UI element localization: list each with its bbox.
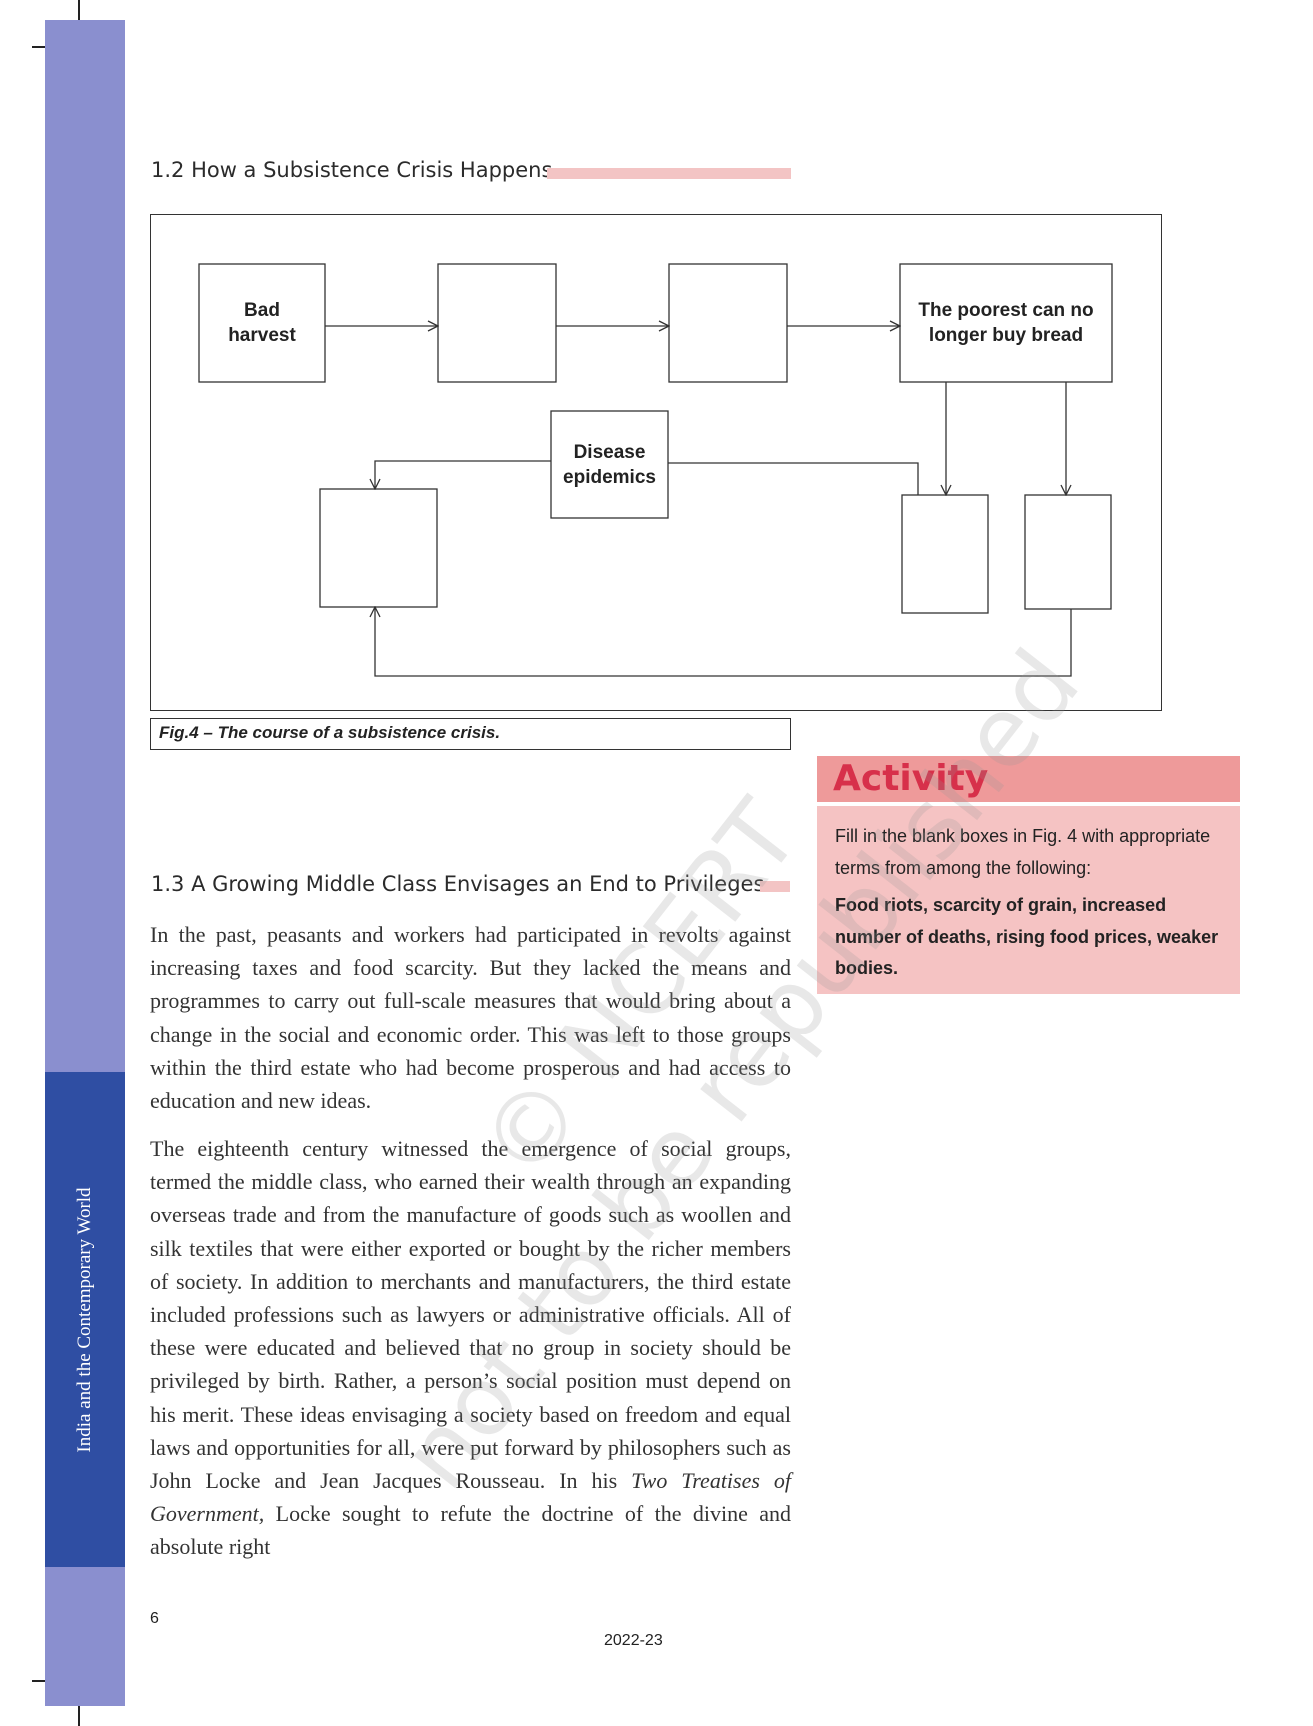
paragraph-2-continued: Locke sought to refute the doctrine of t… <box>150 1501 791 1560</box>
heading-accent-bar <box>547 168 791 179</box>
box-poorest-cannot-buy <box>899 263 1113 383</box>
activity-answer-terms: Food riots, scarcity of grain, increased… <box>835 895 1219 978</box>
arrow-disease-to-blank3 <box>375 460 551 489</box>
sidebar-title-panel <box>45 1072 125 1567</box>
label-bad-harvest: Bad harvest <box>228 300 296 346</box>
heading-accent-bar-2 <box>760 881 790 892</box>
activity-instruction: Fill in the blank boxes in Fig. 4 with a… <box>835 826 1211 878</box>
label-disease-epidemics: Disease epidemics <box>563 441 656 488</box>
blank-box-2 <box>668 263 788 383</box>
box-disease-epidemics <box>550 410 669 519</box>
crop-mark-bottom <box>78 1706 80 1726</box>
crop-mark-left-top <box>32 46 47 48</box>
figure-frame <box>150 214 1162 711</box>
section-heading-1-2: 1.2 How a Subsistence Crisis Happens <box>151 158 553 182</box>
activity-box: Activity Fill in the blank boxes in Fig.… <box>817 756 1240 994</box>
crop-mark-left-bottom <box>32 1680 47 1682</box>
section-heading-1-3: 1.3 A Growing Middle Class Envisages an … <box>151 872 765 896</box>
blank-box-5 <box>1024 494 1112 610</box>
arrow-blank5-to-blank3 <box>375 607 1072 677</box>
flow-diagram <box>198 263 1113 677</box>
paragraph-2-text: The eighteenth century witnessed the eme… <box>150 1136 791 1494</box>
edition-year: 2022-23 <box>604 1632 663 1649</box>
box-bad-harvest <box>198 263 326 383</box>
blank-box-1 <box>437 263 557 383</box>
line-disease-to-blank4 <box>668 462 919 495</box>
label-poorest-cannot-buy: The poorest can no longer buy bread <box>918 300 1094 346</box>
crop-mark-top <box>78 0 80 20</box>
blank-box-4 <box>901 494 989 614</box>
page-number: 6 <box>150 1610 159 1627</box>
activity-header: Activity <box>817 756 1240 806</box>
blank-box-3 <box>319 488 438 608</box>
paragraph-2: The eighteenth century witnessed the eme… <box>150 1132 791 1564</box>
running-title: India and the Contemporary World <box>74 1187 95 1453</box>
activity-body: Fill in the blank boxes in Fig. 4 with a… <box>817 806 1240 985</box>
paragraph-1: In the past, peasants and workers had pa… <box>150 922 791 1114</box>
activity-title: Activity <box>833 758 989 799</box>
figure-caption: Fig.4 – The course of a subsistence cris… <box>150 718 791 750</box>
book-title: Two Treatises of Government, <box>150 1468 791 1527</box>
